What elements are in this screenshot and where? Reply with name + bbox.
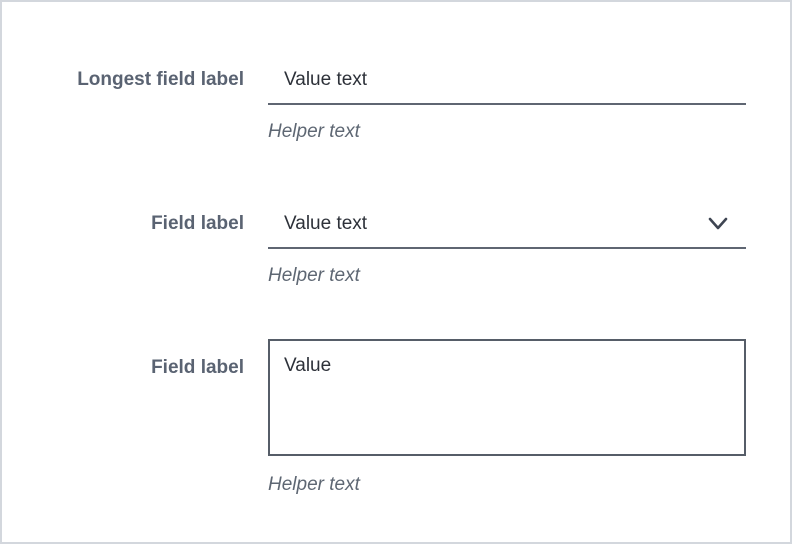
field-label-longest: Longest field label [77, 69, 244, 90]
select-input[interactable]: Value text [268, 201, 746, 249]
textarea-input[interactable]: Value [268, 339, 746, 456]
helper-text: Helper text [268, 265, 360, 286]
field-label-select: Field label [151, 213, 244, 234]
chevron-down-icon [708, 217, 728, 231]
select-input-value: Value text [284, 213, 368, 234]
text-input-value: Value text [284, 69, 368, 90]
field-label-textarea: Field label [151, 357, 244, 378]
text-input[interactable]: Value text [268, 57, 746, 105]
helper-text: Helper text [268, 121, 360, 142]
helper-text: Helper text [268, 474, 360, 495]
textarea-input-value: Value [284, 355, 332, 376]
